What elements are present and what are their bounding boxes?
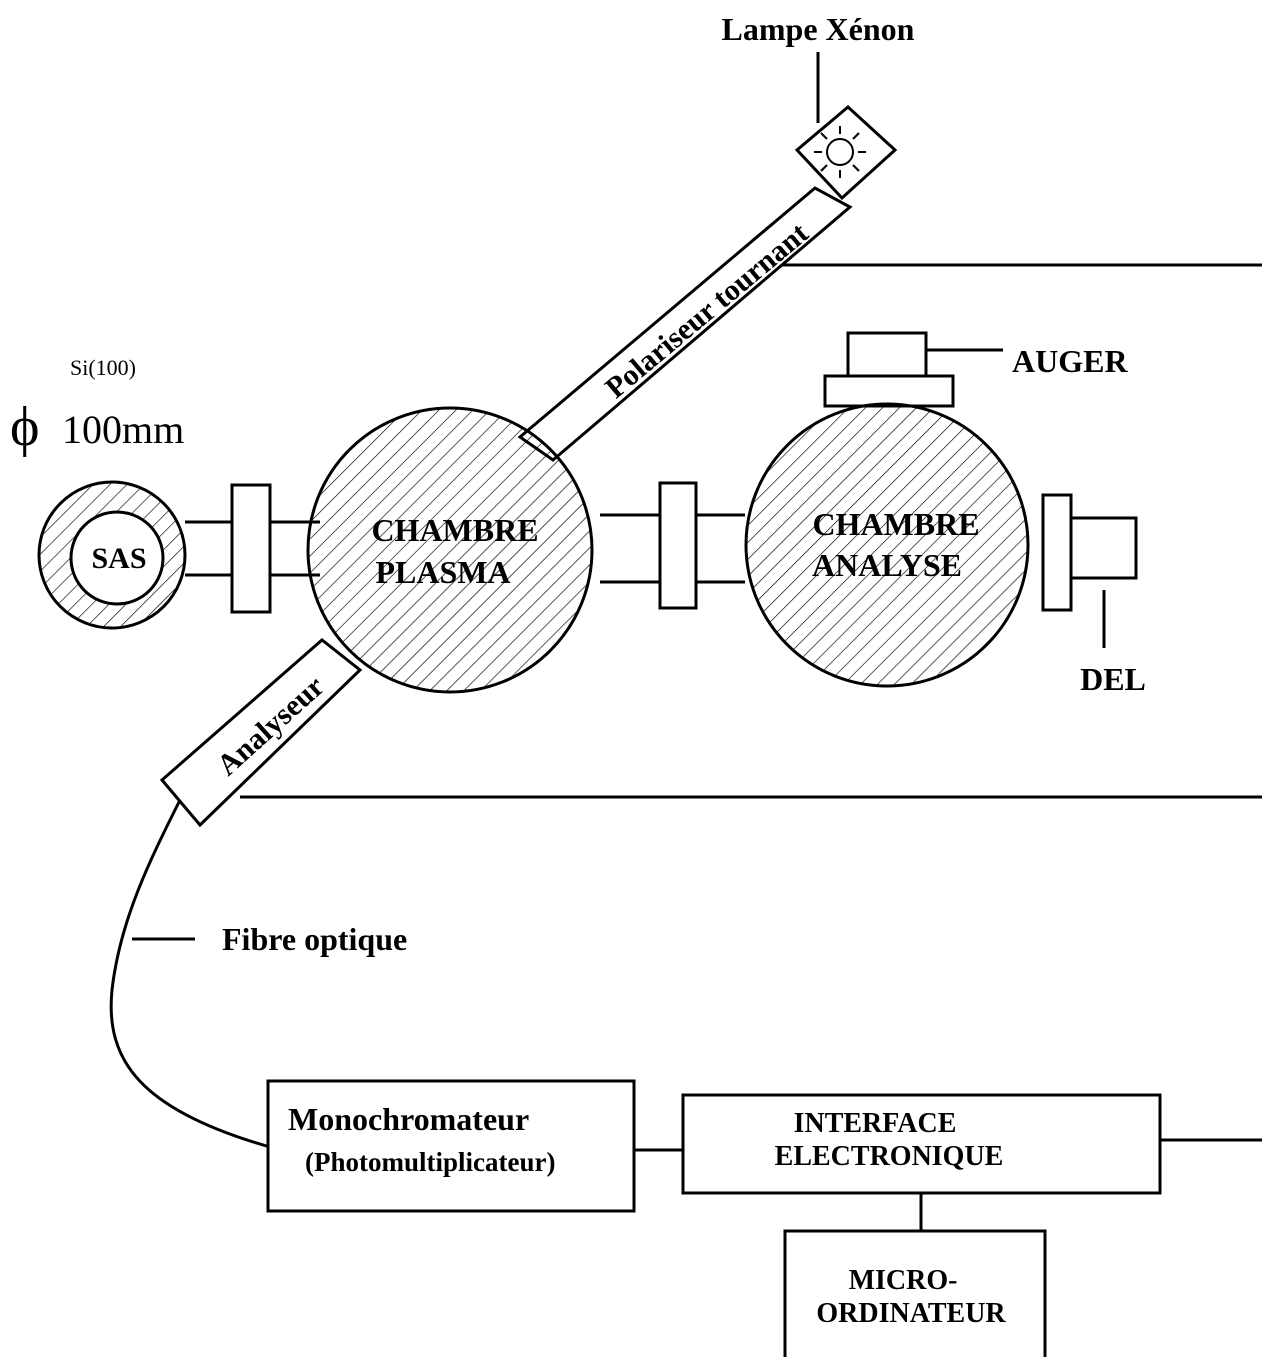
fiber-label: Fibre optique (222, 921, 407, 957)
analysis-label-line1: CHAMBRE (812, 506, 979, 542)
plasma-label-line2: PLASMA (375, 554, 510, 590)
computer-label-line1: MICRO- (849, 1265, 958, 1296)
sun-icon (814, 126, 866, 178)
computer-box (783, 1229, 1047, 1357)
optical-fiber (109, 799, 271, 1149)
wafer-diameter-label: 100mm (62, 407, 184, 452)
mono-label-line2: (Photomultiplicateur) (305, 1147, 555, 1177)
computer-label-line2: ORDINATEUR (816, 1298, 1006, 1329)
interface-box (681, 1093, 1162, 1195)
sas-inner (69, 510, 165, 606)
wafer-material-label: Si(100) (70, 355, 136, 380)
plasma-chamber (306, 406, 594, 694)
interface-label-line1: INTERFACE (794, 1108, 957, 1139)
lamp-label: Lampe Xénon (722, 11, 915, 47)
analyser-arm (159, 638, 363, 828)
auger-label: AUGER (1012, 343, 1128, 379)
auger-body (846, 331, 928, 378)
interface-label-line2: ELECTRONIQUE (775, 1141, 1004, 1172)
monochromator-box (266, 1079, 636, 1213)
del-flange (1041, 493, 1073, 612)
auger-flange (823, 374, 955, 408)
sas-flange (230, 483, 272, 614)
polarizer-label: Polariseur tournant (599, 217, 814, 405)
del-label: DEL (1080, 661, 1146, 697)
del-body (1069, 516, 1138, 580)
mono-label-line1: Monochromateur (288, 1101, 529, 1137)
chamber-flange (658, 481, 698, 610)
diameter-symbol: ϕ (10, 396, 39, 458)
plasma-label-line1: CHAMBRE (371, 512, 538, 548)
analysis-label-line2: ANALYSE (812, 547, 962, 583)
analysis-chamber (744, 402, 1030, 688)
sas-label: SAS (91, 542, 146, 575)
